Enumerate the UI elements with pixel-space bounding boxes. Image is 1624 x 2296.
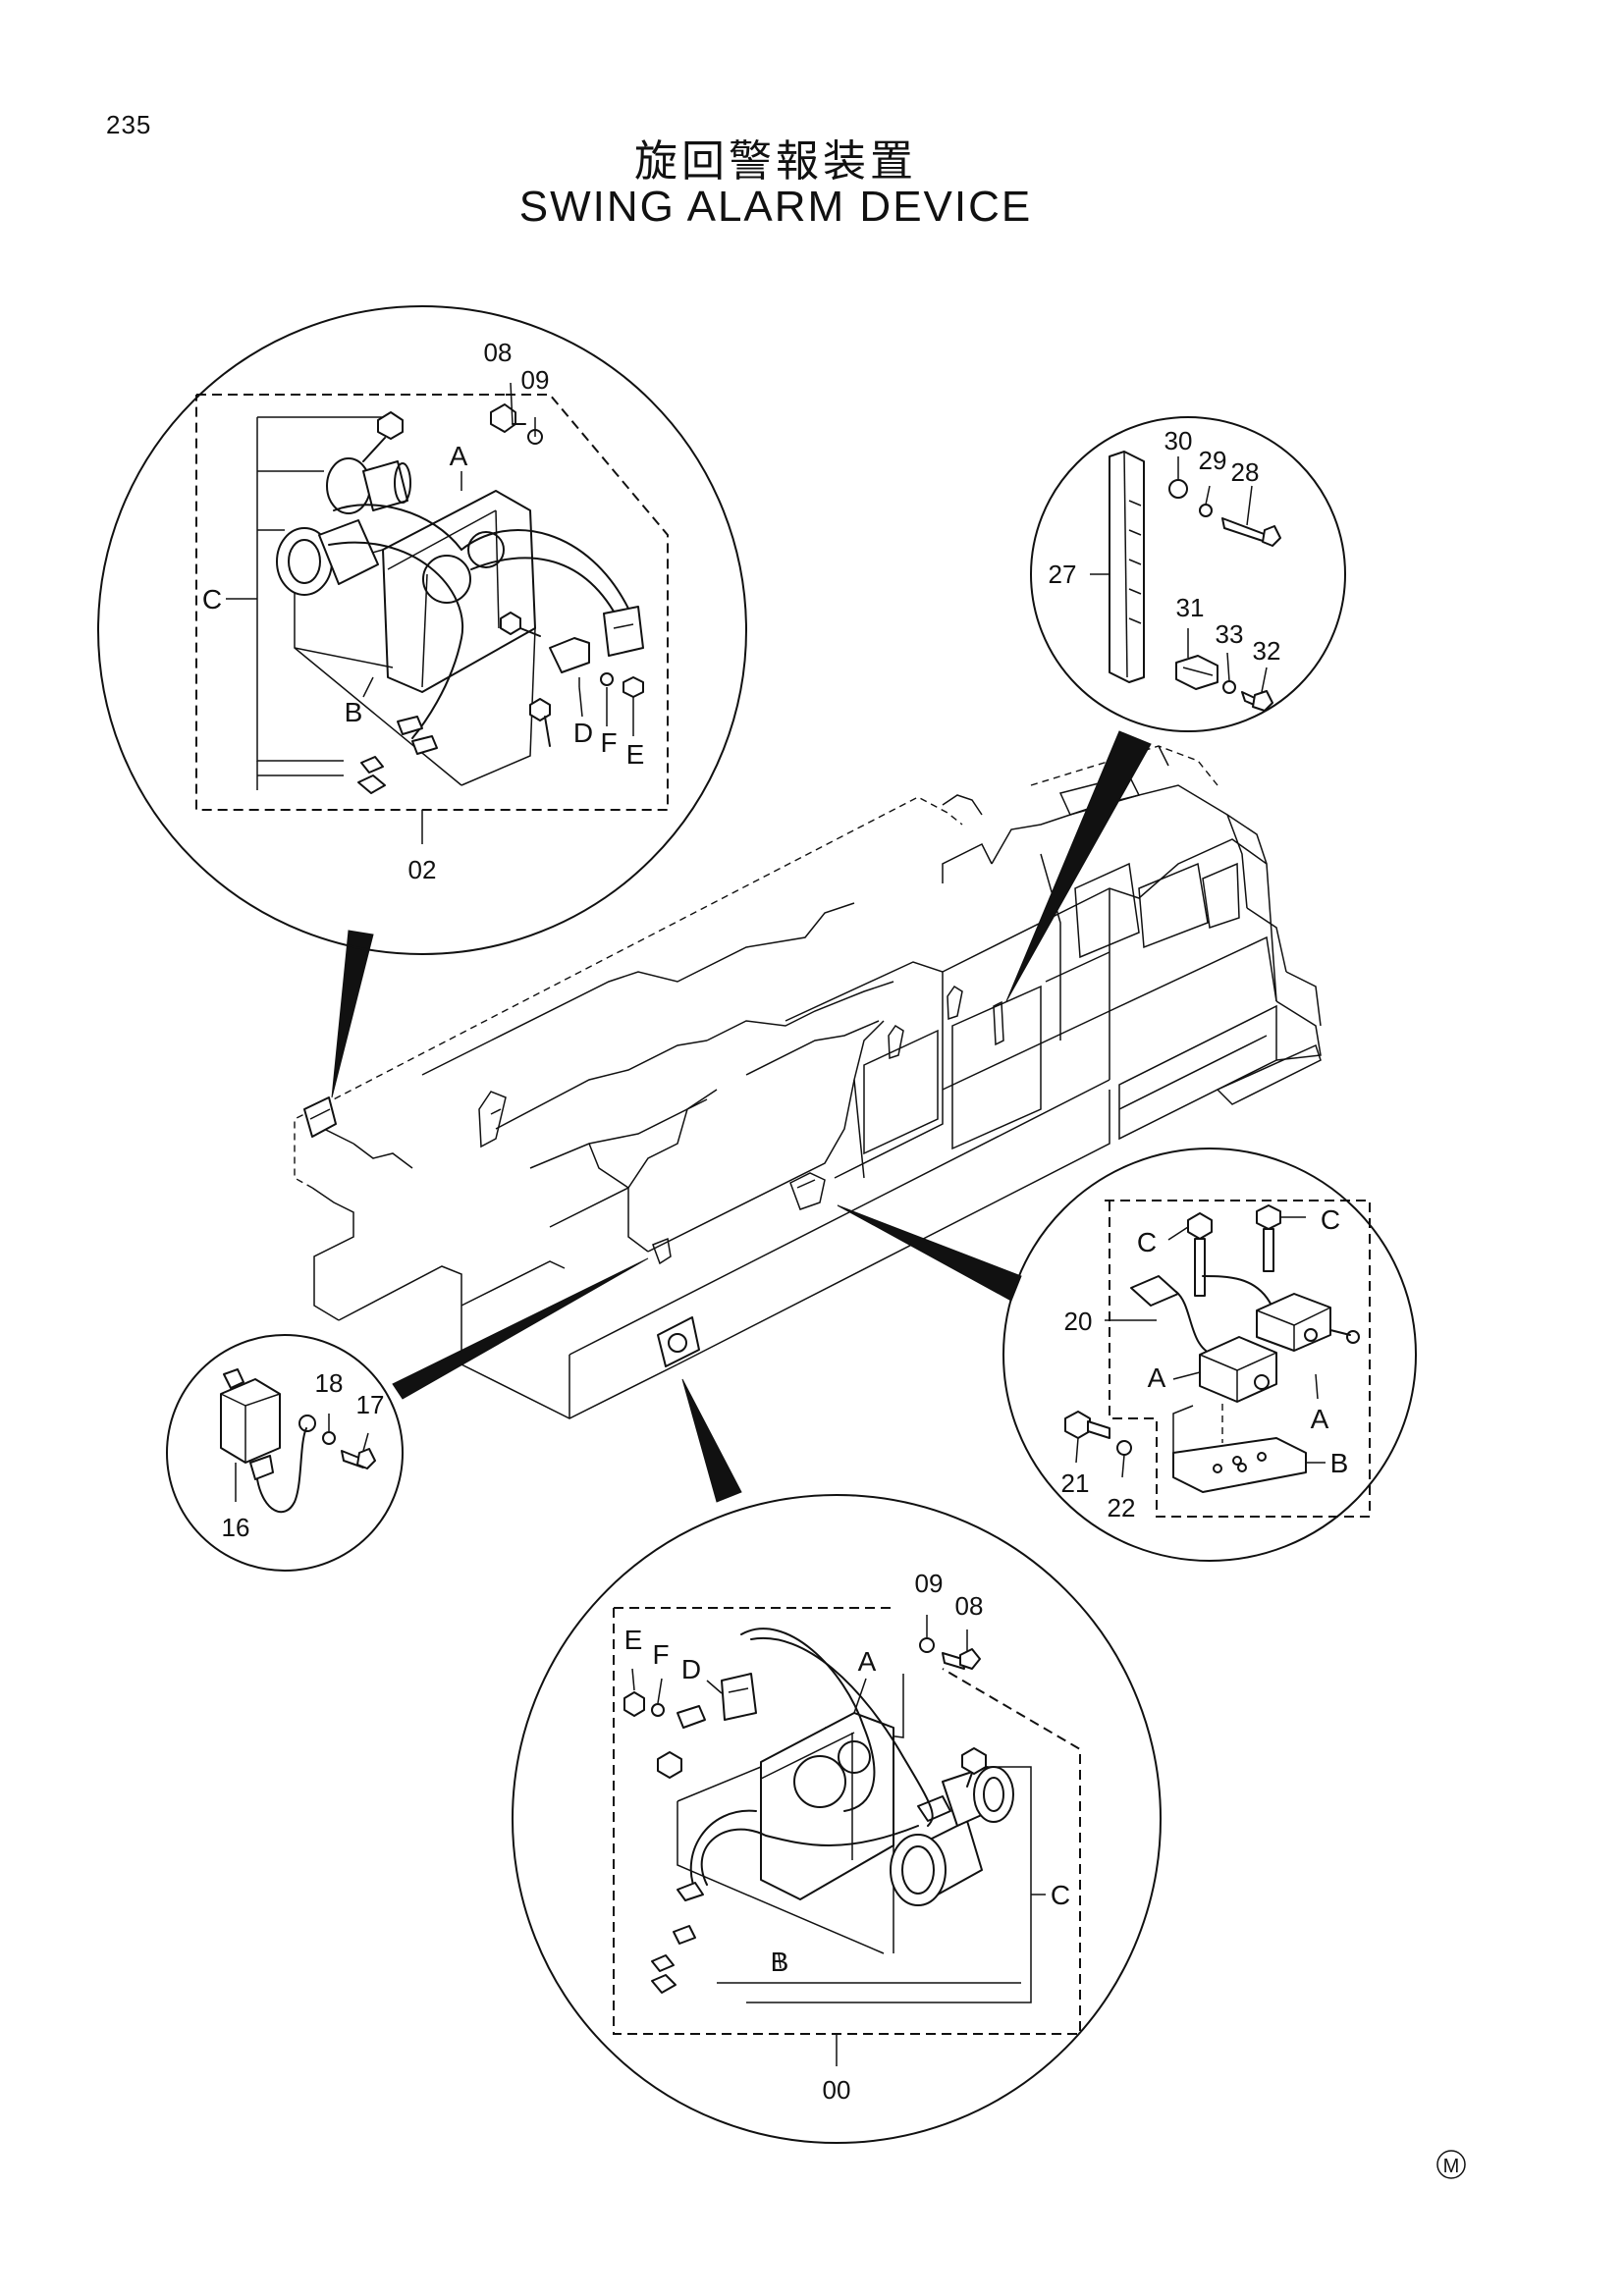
callout-part-33: 33 xyxy=(1216,619,1244,649)
callout-letter-c-switch-right: C xyxy=(1321,1204,1340,1235)
detail-circle-switch-assembly xyxy=(1002,1148,1417,1562)
manufacturer-mark-letter: M xyxy=(1443,2156,1460,2177)
callout-assembly-00: 00 xyxy=(823,2075,851,2105)
page-title-english: SWING ALARM DEVICE xyxy=(518,183,1033,231)
callout-part-21: 21 xyxy=(1061,1468,1090,1498)
page-title-japanese: 旋回警報装置 xyxy=(634,136,917,187)
detail-circle-relay xyxy=(166,1334,404,1572)
callout-letter-c-top: C xyxy=(202,584,222,614)
callout-part-29: 29 xyxy=(1199,446,1227,475)
callout-part-22: 22 xyxy=(1108,1493,1136,1522)
manufacturer-mark: M xyxy=(1436,2150,1466,2179)
callout-leaders xyxy=(331,730,1152,1503)
detail-circle-terminal-strip xyxy=(1030,416,1346,732)
callout-part-20: 20 xyxy=(1064,1307,1093,1336)
page-number: 235 xyxy=(106,110,152,139)
detail-circle-alarm-assembly-top xyxy=(97,305,747,955)
callout-part-32: 32 xyxy=(1253,636,1281,666)
detail-circle-alarm-assembly-bottom xyxy=(512,1494,1162,2144)
callout-letter-b-bottom: B xyxy=(771,1947,789,1977)
callout-letter-e-bottom: E xyxy=(624,1625,643,1655)
callout-part-30: 30 xyxy=(1164,426,1193,455)
callout-part-28: 28 xyxy=(1231,457,1260,487)
callout-letter-b-top: B xyxy=(345,697,363,727)
callout-letter-a-switch-left: A xyxy=(1148,1362,1166,1393)
callout-letter-c-switch-left: C xyxy=(1137,1227,1157,1257)
callout-letter-f-top: F xyxy=(600,727,617,758)
callout-part-27: 27 xyxy=(1049,560,1077,589)
callout-part-08-bottom: 08 xyxy=(955,1591,984,1621)
callout-letter-a-top: A xyxy=(450,441,468,471)
callout-part-17: 17 xyxy=(356,1390,385,1419)
callout-part-31: 31 xyxy=(1176,593,1205,622)
callout-letter-a-bottom: A xyxy=(858,1646,877,1677)
callout-letter-e-top: E xyxy=(626,739,645,770)
callout-letter-a-switch-right: A xyxy=(1311,1404,1329,1434)
callout-letter-c-bottom: C xyxy=(1051,1880,1070,1910)
callout-part-08-top: 08 xyxy=(484,338,513,367)
callout-part-09-top: 09 xyxy=(521,365,550,395)
callout-part-16: 16 xyxy=(222,1513,250,1542)
callout-letter-b-switch: B xyxy=(1330,1448,1349,1478)
machine-body-drawing xyxy=(294,745,1322,1419)
callout-letter-d-bottom: D xyxy=(681,1654,701,1684)
callout-letter-d-top: D xyxy=(573,718,593,748)
callout-assembly-02: 02 xyxy=(408,855,437,884)
callout-part-09-bottom: 09 xyxy=(915,1569,944,1598)
callout-letter-f-bottom: F xyxy=(652,1639,669,1670)
callout-part-18: 18 xyxy=(315,1368,344,1398)
